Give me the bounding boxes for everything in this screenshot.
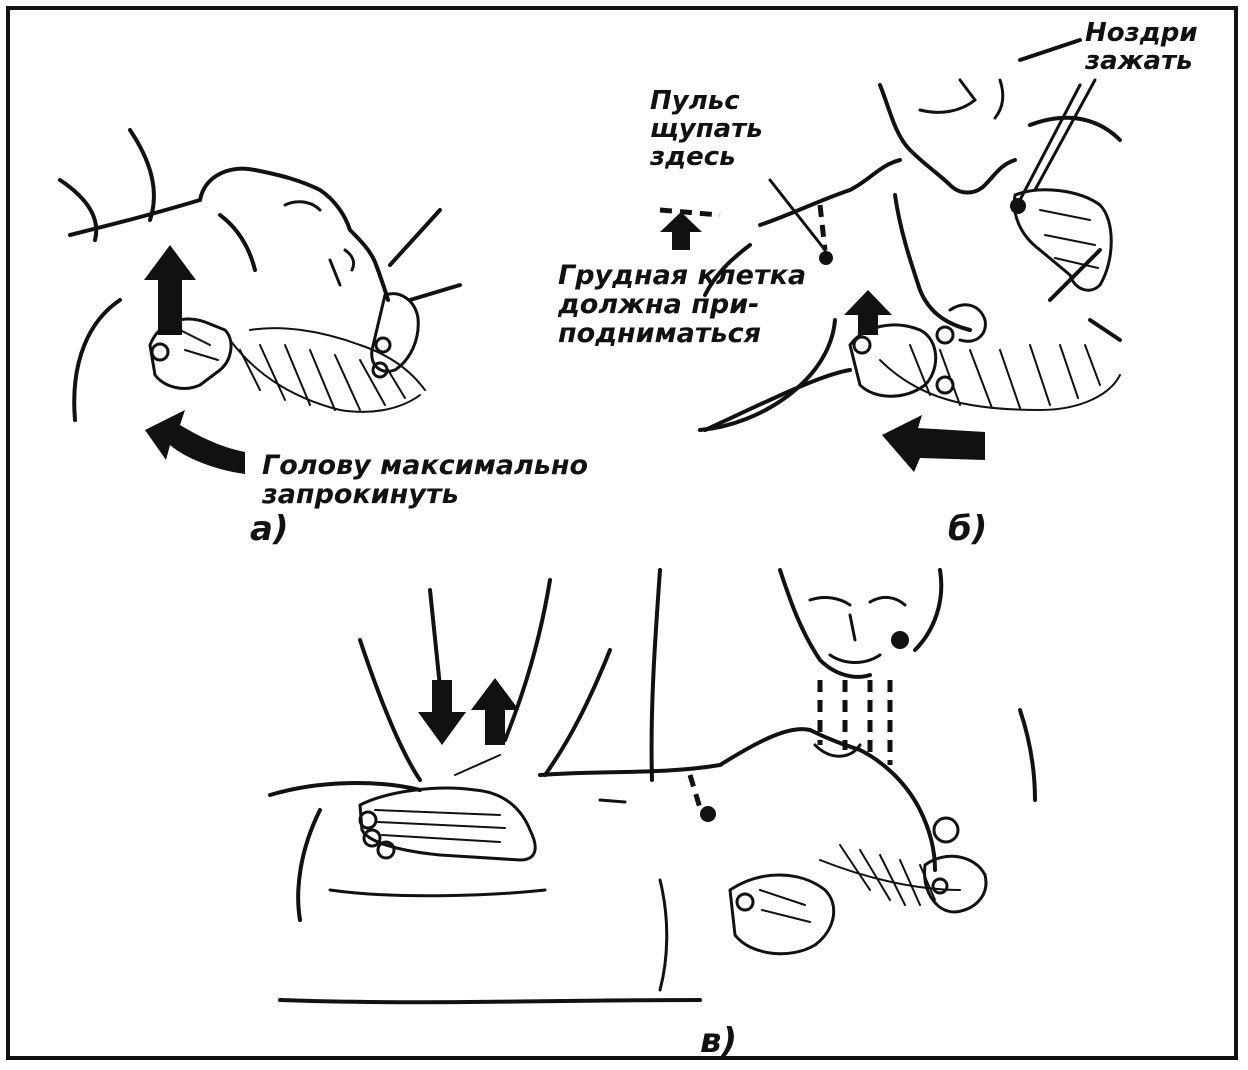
panel-c-illustration	[0, 560, 1248, 1065]
panel-b-letter: б)	[948, 512, 987, 546]
panel-c: в)	[0, 560, 1248, 1065]
panel-c-letter: в)	[700, 1024, 737, 1058]
panel-a-letter: а)	[250, 512, 288, 546]
chest-label-line-3: подниматься	[558, 320, 806, 347]
chest-label: Грудная клетка должна при- подниматься	[558, 262, 806, 347]
head-tilt-label: Голову максимально запрокинуть	[262, 452, 588, 508]
chest-label-line-2: должна при-	[558, 291, 806, 318]
head-tilt-label-line-1: Голову максимально	[262, 452, 588, 479]
pulse-label-line-3: здесь	[650, 144, 763, 170]
nostrils-label-line-2: зажать	[1085, 48, 1198, 74]
nostrils-label: Ноздри зажать	[1085, 20, 1198, 74]
chest-label-line-1: Грудная клетка	[558, 262, 806, 289]
pulse-label-line-2: щупать	[650, 116, 763, 142]
nostrils-label-line-1: Ноздри	[1085, 20, 1198, 46]
pulse-label: Пульс щупать здесь	[650, 88, 763, 170]
panel-b: Ноздри зажать Пульс щупать здесь Грудная…	[620, 0, 1240, 560]
pulse-label-line-1: Пульс	[650, 88, 763, 114]
panel-a: Голову максимально запрокинуть а)	[0, 0, 620, 560]
head-tilt-label-line-2: запрокинуть	[262, 481, 588, 508]
